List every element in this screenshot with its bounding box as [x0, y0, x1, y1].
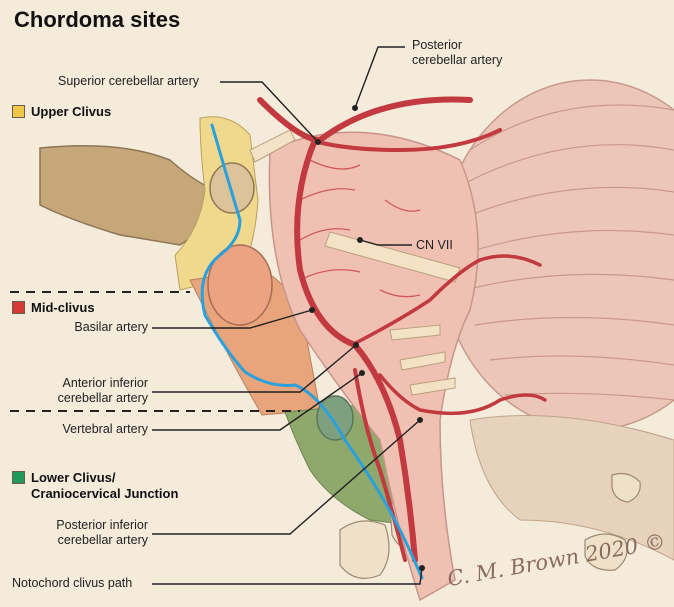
legend-upper-clivus: Upper Clivus	[12, 104, 111, 120]
legend-label-lower-line2: Craniocervical Junction	[31, 486, 179, 501]
label-aica-line2: cerebellar artery	[57, 391, 148, 405]
notochord-path	[200, 123, 424, 580]
leader-lines	[152, 46, 423, 585]
label-pica-line1: Posterior inferior	[56, 518, 148, 532]
label-superior-cerebellar-artery: Superior cerebellar artery	[58, 74, 200, 88]
pica-vessel	[378, 373, 547, 416]
label-vertebral-artery: Vertebral artery	[62, 422, 148, 436]
label-posterior-cerebellar-artery-line2: cerebellar artery	[412, 53, 503, 67]
aica-vessel	[350, 254, 542, 347]
legend-label-lower: Lower Clivus/ Craniocervical Junction	[31, 470, 178, 502]
cranial-nerves	[249, 129, 456, 396]
legend-lower-clivus: Lower Clivus/ Craniocervical Junction	[12, 470, 178, 502]
label-aica: Anterior inferior cerebellar artery	[18, 376, 148, 406]
legend-label-lower-line1: Lower Clivus/	[31, 470, 116, 485]
label-posterior-cerebellar-artery-line1: Posterior	[412, 38, 463, 52]
lower-cerebellum	[469, 415, 674, 561]
mid-clivus-tumour	[207, 244, 273, 326]
sphenoid-bone	[39, 145, 216, 246]
label-cn-vii: CN VII	[416, 238, 453, 252]
vertebral-artery	[353, 368, 407, 562]
superior-cerebellar-artery	[316, 128, 502, 153]
legend-label-upper: Upper Clivus	[31, 104, 112, 119]
legend-swatch-lower	[12, 471, 25, 484]
label-basilar-artery: Basilar artery	[74, 320, 148, 334]
label-posterior-cerebellar-artery: Posterior cerebellar artery	[412, 38, 502, 68]
leader-dots	[309, 105, 425, 571]
lower-clivus-tumour	[316, 395, 354, 441]
diagram-title: Chordoma sites	[14, 7, 181, 32]
cerebellum	[439, 79, 674, 431]
label-pica-line2: cerebellar artery	[57, 533, 148, 547]
legend-mid-clivus: Mid-clivus	[12, 300, 95, 316]
legend-swatch-mid	[12, 301, 25, 314]
label-pica: Posterior inferior cerebellar artery	[18, 518, 148, 548]
label-notochord-path: Notochord clivus path	[12, 576, 133, 590]
pontine-vessels	[299, 159, 421, 298]
label-aica-line1: Anterior inferior	[62, 376, 148, 390]
cn-vii-nerve	[324, 231, 461, 283]
posterior-cerebral-artery	[257, 96, 473, 144]
legend-swatch-upper	[12, 105, 25, 118]
legend-label-mid: Mid-clivus	[31, 300, 95, 315]
